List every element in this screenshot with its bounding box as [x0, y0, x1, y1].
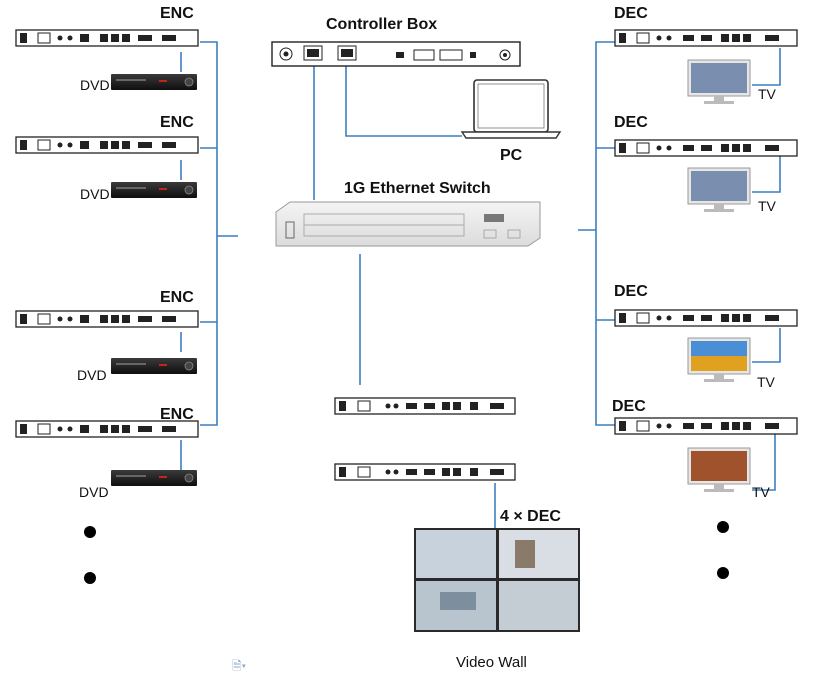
pc-laptop — [460, 79, 562, 139]
more-decoders-dot-1 — [717, 521, 729, 533]
enc-label-2: ENC — [160, 114, 194, 131]
dec-label-3: DEC — [614, 283, 648, 300]
more-encoders-dot-1 — [84, 526, 96, 538]
decoder-3 — [614, 309, 798, 327]
four-dec-label: 4 × DEC — [500, 508, 561, 525]
tv-label-3: TV — [757, 374, 775, 390]
tv-3 — [687, 337, 751, 382]
decoder-2 — [614, 139, 798, 157]
controller-box — [271, 41, 521, 67]
tv-2 — [687, 167, 751, 213]
link-lines — [180, 41, 781, 528]
enc-label-1: ENC — [160, 5, 194, 22]
dec-label-4: DEC — [612, 398, 646, 415]
video-wall — [414, 528, 580, 632]
more-decoders-dot-2 — [717, 567, 729, 579]
encoder-1 — [15, 29, 199, 47]
dec-label-2: DEC — [614, 114, 648, 131]
wall-decoder-2 — [334, 463, 516, 481]
dvd-player-2 — [110, 181, 198, 199]
dvd-player-4 — [110, 469, 198, 487]
dvd-player-1 — [110, 73, 198, 91]
tv-label-1: TV — [758, 86, 776, 102]
tv-label-2: TV — [758, 198, 776, 214]
dvd-label-1: DVD — [80, 77, 110, 93]
video-wall-label: Video Wall — [456, 654, 527, 671]
wall-decoder-1 — [334, 397, 516, 415]
dec-label-1: DEC — [614, 5, 648, 22]
decoder-4 — [614, 417, 798, 435]
encoder-2 — [15, 136, 199, 154]
pc-label: PC — [500, 147, 523, 164]
document-icon[interactable]: 🗎▾ — [232, 659, 247, 673]
dvd-label-2: DVD — [80, 186, 110, 202]
switch-label: 1G Ethernet Switch — [344, 180, 491, 197]
enc-label-3: ENC — [160, 289, 194, 306]
ethernet-switch — [275, 201, 541, 247]
tv-1 — [687, 59, 751, 105]
dvd-player-3 — [110, 357, 198, 375]
tv-label-4: TV — [752, 484, 770, 500]
enc-label-4: ENC — [160, 406, 194, 423]
tv-4 — [687, 447, 751, 492]
controller-box-label: Controller Box — [326, 16, 438, 33]
dvd-label-3: DVD — [77, 367, 107, 383]
decoder-1 — [614, 29, 798, 47]
dvd-label-4: DVD — [79, 484, 109, 500]
more-encoders-dot-2 — [84, 572, 96, 584]
encoder-3 — [15, 310, 199, 328]
